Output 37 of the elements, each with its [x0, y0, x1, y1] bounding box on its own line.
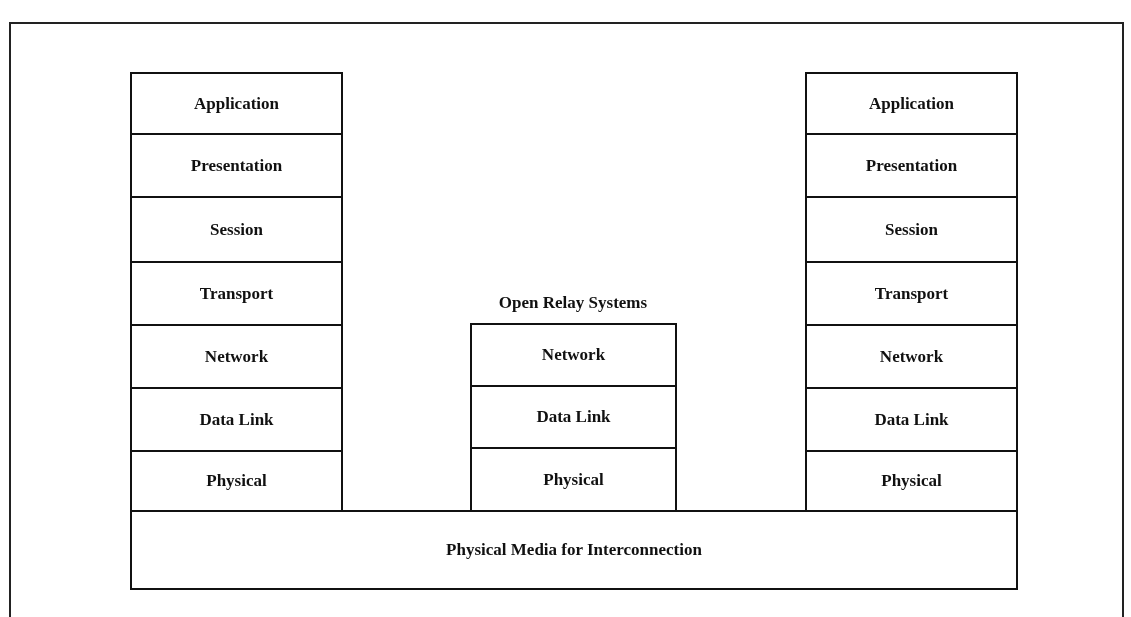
layer-box	[470, 385, 677, 449]
layer-box	[805, 72, 1018, 135]
layer-name: Transport	[199, 283, 274, 304]
layer-name: Physical Media for Interconnection	[446, 540, 702, 560]
layer-name: Transport	[874, 283, 949, 304]
layer-box	[470, 323, 677, 387]
layer-box	[805, 261, 1018, 326]
layer-box	[130, 196, 343, 263]
group-heading: Open Relay Systems	[498, 293, 648, 313]
layer-box	[805, 196, 1018, 263]
layer-box	[805, 133, 1018, 198]
layer-name: Data Link	[199, 409, 274, 430]
layer-name: Physical	[206, 471, 267, 491]
layer-name: Network	[204, 346, 269, 367]
layer-name: Physical	[543, 469, 604, 490]
layer-box	[805, 324, 1018, 389]
layer-box	[130, 387, 343, 452]
layer-box	[130, 72, 343, 135]
layer-box	[130, 324, 343, 389]
layer-name: Presentation	[865, 155, 958, 176]
layer-box	[130, 261, 343, 326]
layer-name: Network	[879, 346, 944, 367]
layer-name: Physical	[881, 471, 942, 491]
layer-name: Session	[885, 219, 938, 240]
layer-box	[130, 450, 343, 512]
layer-name: Data Link	[536, 407, 611, 427]
layer-box	[805, 450, 1018, 512]
layer-box	[470, 447, 677, 512]
media-bar	[130, 510, 1018, 590]
layer-name: Application	[194, 93, 279, 114]
layer-name: Data Link	[874, 409, 949, 430]
layer-name: Presentation	[190, 155, 283, 176]
layer-box	[805, 387, 1018, 452]
layer-box	[130, 133, 343, 198]
layer-name: Application	[869, 93, 954, 114]
layer-name: Session	[210, 219, 263, 240]
layer-name: Network	[541, 345, 606, 365]
